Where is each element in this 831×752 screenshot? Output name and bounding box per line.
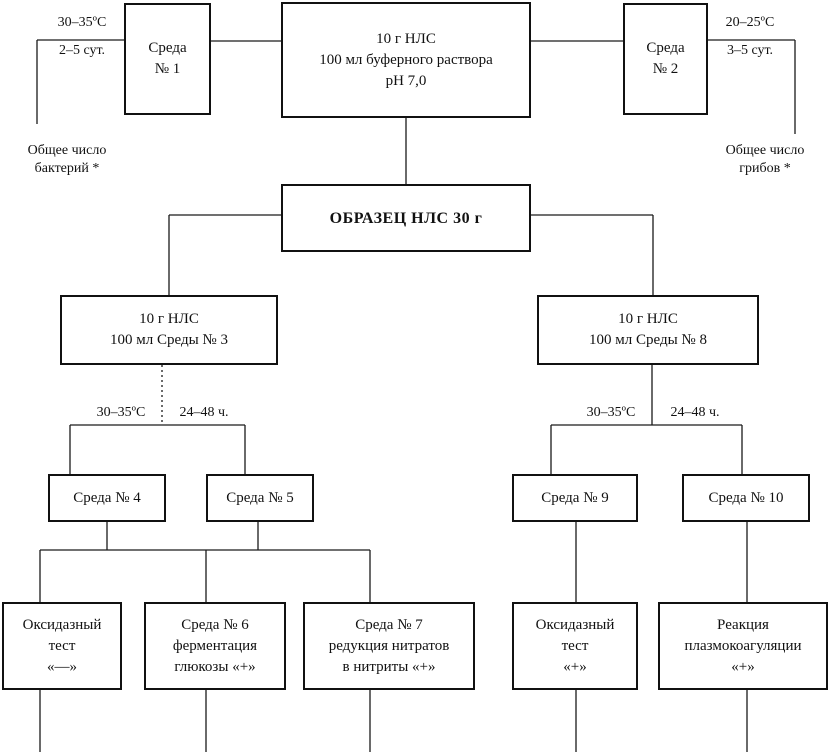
total-bacteria-line-1: Общее число [27,143,107,158]
medium-5-box: Среда № 5 [206,474,314,522]
total-bacteria-label: Общее число бактерий * [2,142,132,178]
medium-2-line-1: Среда [646,40,685,56]
oxidase-positive-line-3: «+» [563,658,587,675]
total-bacteria-line-2: бактерий * [34,161,100,176]
medium-3-line-2: 100 мл Среды № 3 [110,332,228,348]
medium-6-line-1: Среда № 6 [181,616,249,633]
left-top-duration: 2–5 сут. [58,43,106,58]
total-fungi-label: Общее число грибов * [700,142,830,178]
plasmocoagulation-line-1: Реакция [717,616,769,633]
left-branch-temperature: 30–35ºС [96,405,146,420]
plasmocoagulation-line-3: «+» [731,658,755,675]
oxidase-negative-line-3: «—» [47,658,77,675]
total-fungi-line-1: Общее число [725,143,805,158]
medium-2-box: Среда № 2 [623,3,708,115]
medium-8-box: 10 г НЛС 100 мл Среды № 8 [537,295,759,365]
plasmocoagulation-line-2: плазмокоагуляции [684,637,802,654]
oxidase-negative-line-1: Оксидазный [22,616,102,633]
medium-1-line-1: Среда [148,40,187,56]
total-fungi-line-2: грибов * [739,161,791,176]
medium-3-box: 10 г НЛС 100 мл Среды № 3 [60,295,278,365]
oxidase-negative-line-2: тест [48,637,76,654]
right-branch-temperature: 30–35ºС [586,405,636,420]
medium-1-line-2: № 1 [154,61,181,77]
medium-7-line-3: в нитриты «+» [342,658,436,675]
medium-8-line-2: 100 мл Среды № 8 [589,332,707,348]
medium-4-box: Среда № 4 [48,474,166,522]
buffer-line-3: pH 7,0 [385,72,427,89]
medium-10-box: Среда № 10 [682,474,810,522]
sample-box: ОБРАЗЕЦ НЛС 30 г [281,184,531,252]
medium-8-line-1: 10 г НЛС [618,311,678,327]
medium-6-line-3: глюкозы «+» [174,658,256,675]
buffer-line-2: 100 мл буферного раствора [319,51,493,68]
plasmocoagulation-box: Реакция плазмокоагуляции «+» [658,602,828,690]
oxidase-test-positive-box: Оксидазный тест «+» [512,602,638,690]
left-top-temperature: 30–35ºС [57,15,107,30]
oxidase-positive-line-2: тест [561,637,589,654]
medium-7-line-1: Среда № 7 [355,616,423,633]
medium-9-box: Среда № 9 [512,474,638,522]
medium-6-box: Среда № 6 ферментация глюкозы «+» [144,602,286,690]
oxidase-positive-line-1: Оксидазный [535,616,615,633]
right-branch-time: 24–48 ч. [670,405,720,420]
medium-3-line-1: 10 г НЛС [139,311,199,327]
medium-6-line-2: ферментация [172,637,258,654]
medium-1-box: Среда № 1 [124,3,211,115]
right-top-duration: 3–5 сут. [726,43,774,58]
medium-7-line-2: редукция нитратов [328,637,450,654]
buffer-line-1: 10 г НЛС [376,30,436,47]
buffer-solution-box: 10 г НЛС 100 мл буферного раствора pH 7,… [281,2,531,118]
medium-7-box: Среда № 7 редукция нитратов в нитриты «+… [303,602,475,690]
left-branch-time: 24–48 ч. [179,405,229,420]
right-top-temperature: 20–25ºС [725,15,775,30]
oxidase-test-negative-box: Оксидазный тест «—» [2,602,122,690]
medium-2-line-2: № 2 [652,61,679,77]
